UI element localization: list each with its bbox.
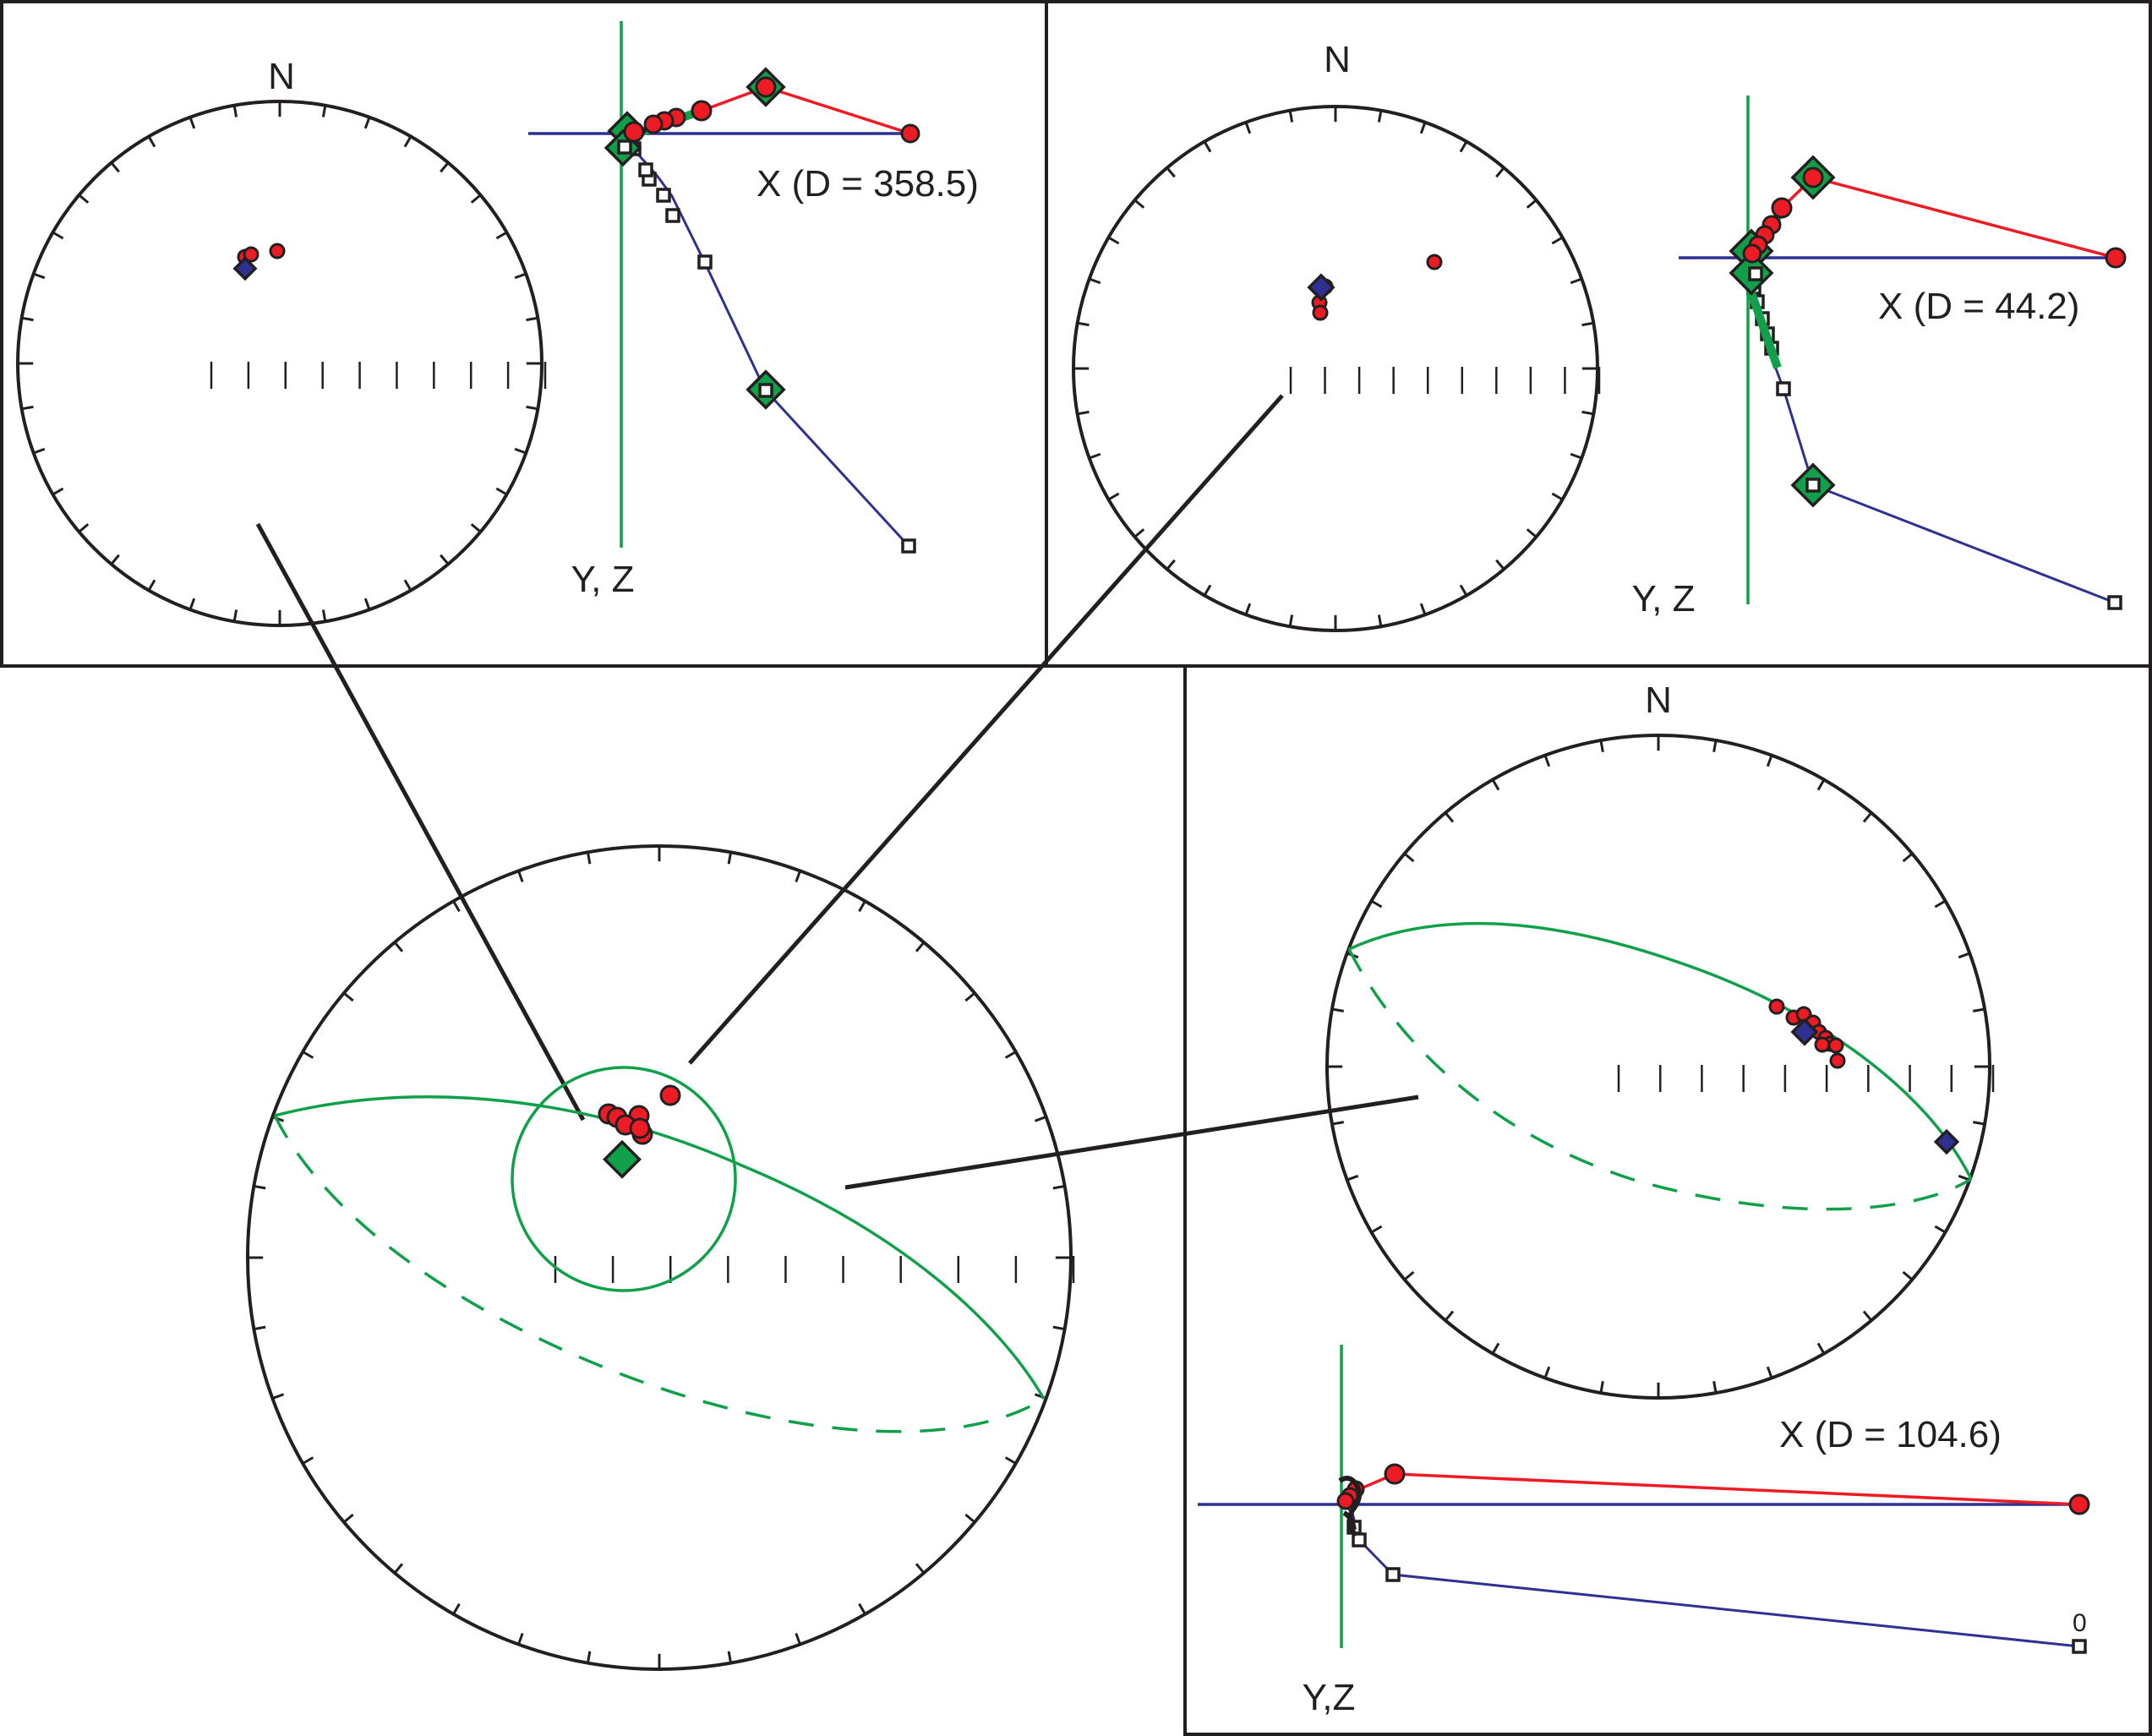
leader-line-top-right <box>688 394 1284 1065</box>
zijderveld-top-left: X (D = 358.5) Y, Z <box>528 21 979 600</box>
x-axis-label: X (D = 104.6) <box>1779 1414 2002 1455</box>
yz-axis-label: Y,Z <box>1303 1677 1356 1718</box>
yz-axis-label: Y, Z <box>571 559 634 600</box>
zijderveld-bottom-right: 0 X (D = 104.6) Y,Z <box>1198 1345 2090 1718</box>
panel-top-right-border <box>1045 0 2152 668</box>
first-step-label: 0 <box>2073 1609 2087 1637</box>
leader-line-top-left <box>255 522 586 1122</box>
stereonet-bottom-right: N <box>1325 680 1995 1400</box>
stereonet-top-right: N <box>1072 39 1601 632</box>
alpha95-circle <box>511 1066 737 1292</box>
zijderveld-top-right: X (D = 44.2) Y, Z <box>1631 96 2127 620</box>
summary-stereonet <box>246 844 1075 1671</box>
stereonet-top-left: N <box>16 56 547 627</box>
panel-bottom-right-border <box>1183 664 2152 1736</box>
panel-top-left-border <box>0 0 1048 668</box>
north-label: N <box>268 56 295 97</box>
north-label: N <box>1324 39 1351 80</box>
x-axis-label: X (D = 44.2) <box>1878 286 2079 327</box>
leader-line-bottom-right <box>844 1095 1419 1190</box>
x-axis-label: X (D = 358.5) <box>756 163 979 205</box>
yz-axis-label: Y, Z <box>1631 578 1695 620</box>
north-label: N <box>1645 680 1672 721</box>
overlapping-step-labels <box>1338 1475 1363 1537</box>
